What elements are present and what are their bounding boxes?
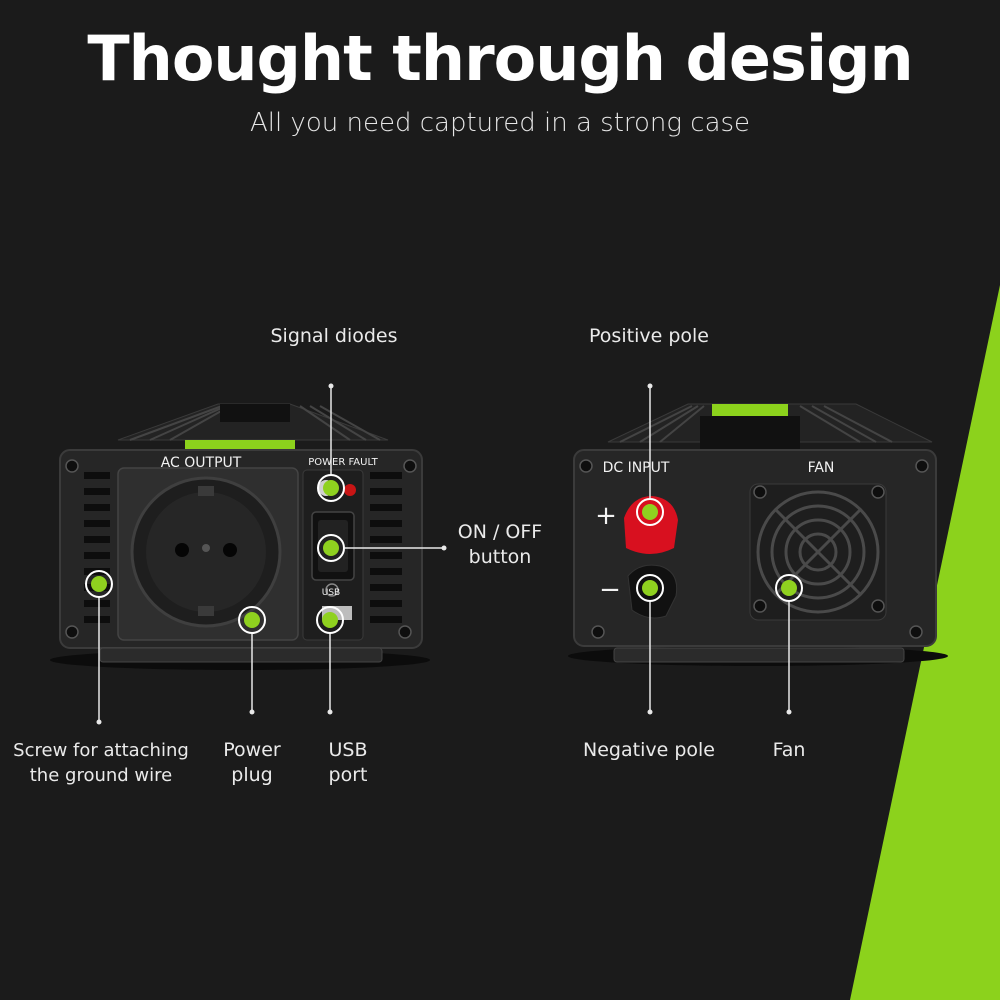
marker-fan — [775, 574, 803, 602]
callout-ground-screw-line1: Screw for attaching — [13, 740, 189, 761]
ac-output-label: AC OUTPUT — [161, 455, 242, 471]
minus-sign: − — [599, 575, 621, 605]
callout-usb-port-line2: port — [328, 764, 368, 786]
callout-ground-screw: Screw for attaching the ground wire — [0, 738, 202, 788]
marker-signal-diodes — [317, 474, 345, 502]
callout-power-plug: Power plug — [207, 738, 297, 788]
callout-negative-pole: Negative pole — [583, 739, 715, 761]
callout-usb-port-line1: USB — [328, 739, 368, 761]
marker-positive-pole — [636, 498, 664, 526]
plus-sign: + — [595, 501, 617, 531]
callout-usb-port: USB port — [303, 738, 393, 788]
fan-label: FAN — [808, 460, 835, 476]
callout-fan: Fan — [772, 739, 806, 761]
callout-power-plug-line1: Power — [223, 739, 281, 761]
dc-input-label: DC INPUT — [603, 460, 670, 476]
callout-signal-diodes: Signal diodes — [270, 325, 398, 347]
marker-ground-screw — [85, 570, 113, 598]
marker-on-off-button — [317, 534, 345, 562]
brand-strip-rear — [712, 404, 788, 416]
callout-on-off-line1: ON / OFF — [457, 521, 543, 543]
fault-diode — [344, 484, 356, 496]
marker-power-plug — [238, 606, 266, 634]
callout-on-off: ON / OFF button — [440, 520, 560, 570]
marker-negative-pole — [636, 574, 664, 602]
usb-label: USB — [322, 588, 340, 598]
callout-power-plug-line2: plug — [231, 764, 273, 786]
callout-positive-pole: Positive pole — [589, 325, 709, 347]
page-title: Thought through design — [87, 22, 913, 95]
page-subtitle: All you need captured in a strong case — [249, 108, 751, 138]
fan-grille — [756, 490, 880, 614]
callout-on-off-line2: button — [468, 546, 532, 568]
marker-usb-port — [316, 606, 344, 634]
power-fault-label: POWER FAULT — [308, 457, 378, 468]
callout-ground-screw-line2: the ground wire — [29, 765, 173, 786]
